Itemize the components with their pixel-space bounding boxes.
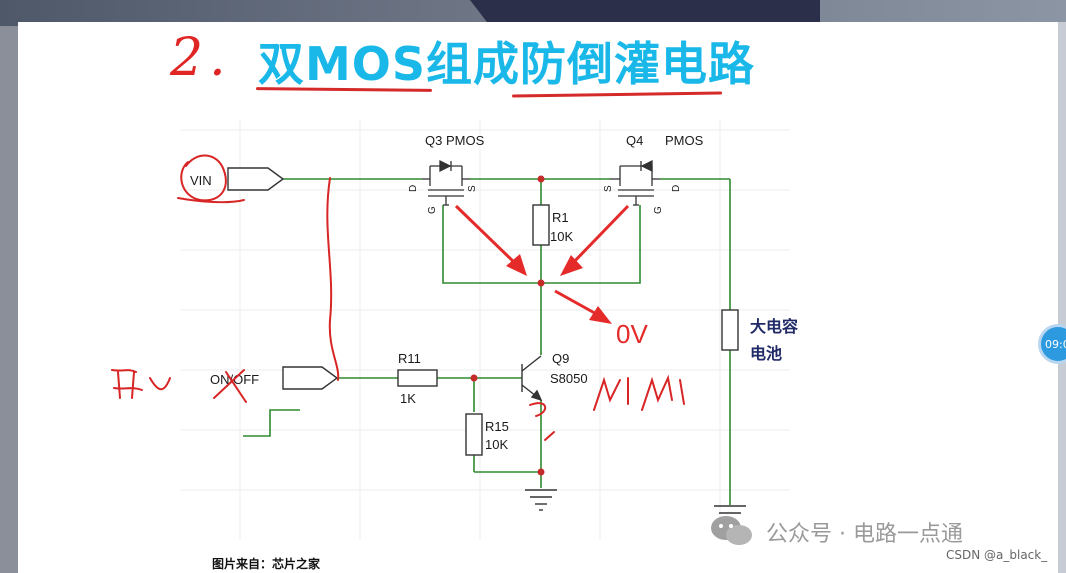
q4-label: Q4 [626,133,643,148]
r1-value: 10K [550,229,573,244]
zero-volt-annotation: 0V [616,319,648,349]
r1-name: R1 [552,210,569,225]
q4-pin-s: S [603,185,614,192]
r11-value: 1K [400,391,416,406]
slide-canvas [18,22,1058,573]
q3-pin-s: S [467,185,478,192]
q9-name: Q9 [552,351,569,366]
q4-type-label: PMOS [665,133,704,148]
q4-pin-g: G [653,206,664,214]
r11-resistor [397,369,438,387]
background-dark-tab [490,0,820,26]
r15-resistor [465,413,483,456]
watermark-text: 公众号 · 电路一点通 [766,522,963,547]
r15-name: R15 [485,419,509,434]
ground-symbol-q9 [525,489,557,511]
r11-name: R11 [398,351,421,366]
red-arrows [454,204,630,324]
q3-pin-d: D [408,185,419,192]
capacitor-battery-symbol [721,309,739,351]
q3-label: Q3 PMOS [425,133,485,148]
q9-part: S8050 [550,371,588,386]
wechat-logo-icon [711,516,752,545]
handwritten-ink [111,154,685,441]
on-off-connector [282,366,339,390]
page-title: 双MOS组成防倒灌电路 [258,37,756,91]
wires [243,178,731,505]
q9-npn-symbol [521,355,543,402]
capacitor-label-2: 电池 [750,344,782,363]
q3-pin-g: G [427,206,438,214]
r15-value: 10K [485,437,508,452]
q3-pmos-symbol [422,159,470,206]
vin-label: VIN [190,173,212,188]
schematic-grid [180,120,790,540]
title-number: 2. [170,28,232,88]
q4-pin-d: D [671,185,682,192]
junction-dots [470,175,545,476]
side-floating-badge[interactable]: 09:0 [1038,324,1066,364]
vin-connector [227,167,285,191]
r1-resistor [532,204,550,246]
csdn-attribution: CSDN @a_black_ [946,548,1048,562]
capacitor-label-1: 大电容 [750,317,798,336]
image-source-caption: 图片来自：芯片之家 [212,557,321,571]
right-edge-strip [1058,22,1066,573]
q4-pmos-symbol [610,159,660,206]
